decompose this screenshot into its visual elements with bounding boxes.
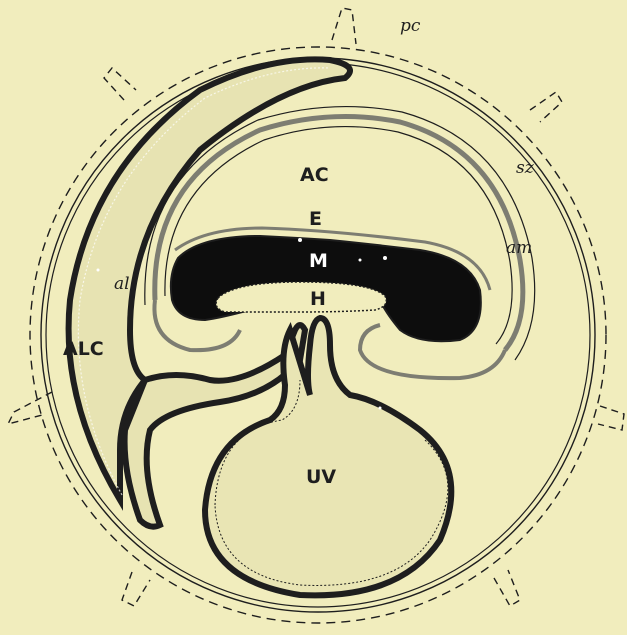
label-UV: UV [306, 468, 336, 487]
label-am: am [506, 240, 532, 257]
label-ALC: ALC [63, 340, 104, 359]
label-pc: pc [400, 18, 420, 35]
label-H: H [310, 290, 326, 309]
umbilical-vesicle [205, 318, 451, 595]
label-AC: AC [300, 166, 329, 185]
label-E: E [309, 210, 322, 229]
label-M: M [309, 252, 328, 271]
label-sz: sz [516, 160, 534, 177]
label-al: al [114, 276, 130, 293]
